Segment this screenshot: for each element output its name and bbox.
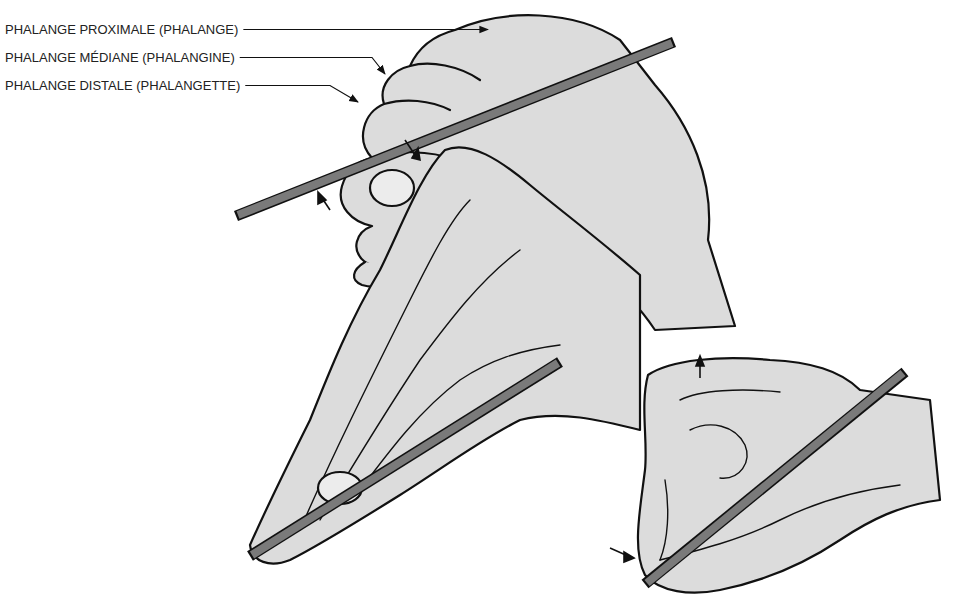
left-hand	[250, 147, 640, 563]
part-label: PHALANGE PROXIMALE (PHALANGE)	[5, 22, 238, 37]
part-label: PHALANGE DISTALE (PHALANGETTE)	[5, 78, 240, 93]
leader-line	[240, 58, 385, 75]
part-label: PHALANGE MÉDIANE (PHALANGINE)	[5, 50, 235, 65]
thumb-nail	[370, 170, 414, 206]
leader-line	[243, 29, 488, 30]
right-hand	[638, 358, 940, 592]
label-holder: PHALANGE PROXIMALE (PHALANGE)	[5, 20, 238, 38]
label-holder: PHALANGE MÉDIANE (PHALANGINE)	[5, 48, 235, 66]
leader-line	[245, 86, 358, 103]
label-holder: PHALANGE DISTALE (PHALANGETTE)	[5, 76, 240, 94]
